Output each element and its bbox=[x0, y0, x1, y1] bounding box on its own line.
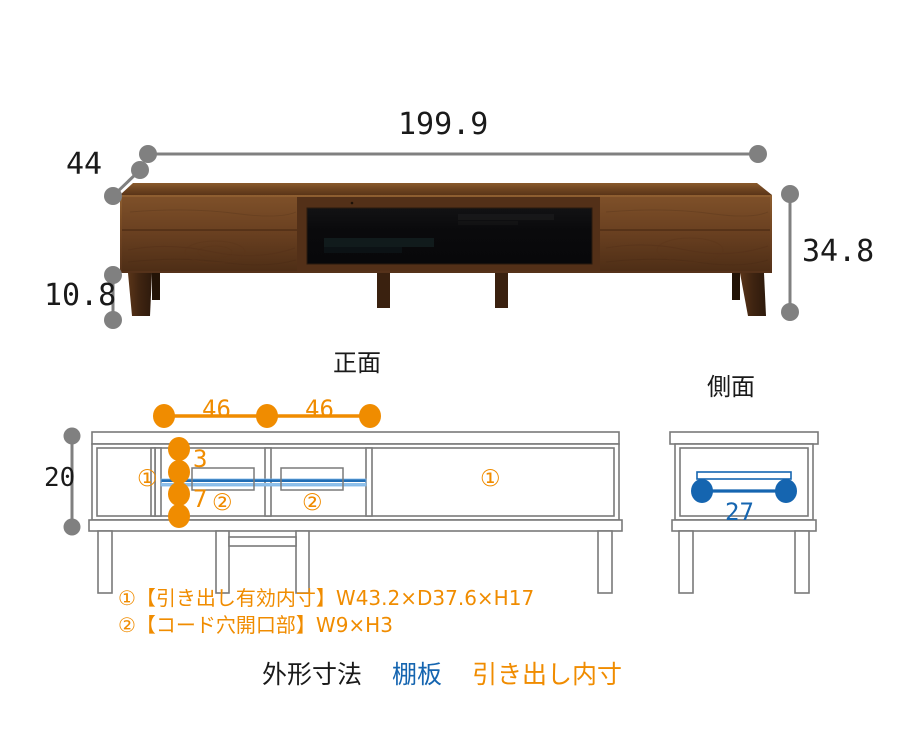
drawer-width-dimension bbox=[153, 404, 381, 428]
dimension-height-label: 34.8 bbox=[802, 234, 875, 269]
dimension-depth-label: 44 bbox=[66, 147, 103, 182]
compartment-mark-4: ① bbox=[480, 466, 501, 492]
compartment-mark-2: ② bbox=[212, 490, 233, 516]
front-view-title: 正面 bbox=[333, 349, 381, 377]
photo-svg bbox=[104, 145, 799, 329]
dimension-width-label: 199.9 bbox=[398, 107, 489, 142]
notes-block: ①【引き出し有効内寸】W43.2×D37.6×H17 ②【コード穴開口部】W9×… bbox=[118, 588, 534, 635]
front-view-drawing: 20 46 46 3 7 ① ② ② ① bbox=[0, 395, 660, 595]
legend-item-drawer-inner-dimensions: 引き出し内寸 bbox=[472, 660, 623, 689]
compartment-mark-3: ② bbox=[302, 490, 323, 516]
shelf-lines bbox=[160, 478, 367, 487]
note-line-1: ①【引き出し有効内寸】W43.2×D37.6×H17 bbox=[118, 586, 535, 610]
drawer-lower-gap-label: 7 bbox=[193, 485, 208, 513]
legend: 外形寸法 棚板 引き出し内寸 bbox=[262, 662, 622, 687]
dimension-leg-clearance-label: 10.8 bbox=[44, 278, 117, 313]
drawer-span-right-label: 46 bbox=[305, 395, 334, 423]
front-view-svg bbox=[63, 404, 623, 594]
side-view-title: 側面 bbox=[707, 373, 755, 401]
legend-item-shelf-board: 棚板 bbox=[392, 660, 443, 689]
product-photo-section: 199.9 44 34.8 10.8 bbox=[0, 0, 900, 345]
legend-item-outer-dimensions: 外形寸法 bbox=[262, 660, 363, 689]
side-view-svg bbox=[669, 431, 819, 594]
drawer-height-dimension bbox=[168, 437, 190, 528]
front-height-label: 20 bbox=[44, 463, 76, 493]
drawer-span-left-label: 46 bbox=[202, 395, 231, 423]
side-shelf-dimension bbox=[691, 479, 797, 503]
side-view-drawing: 27 bbox=[655, 395, 900, 595]
side-shelf-depth-label: 27 bbox=[725, 498, 754, 526]
compartment-mark-1: ① bbox=[137, 466, 158, 492]
front-height-dimension bbox=[63, 427, 81, 536]
note-line-2: ②【コード穴開口部】W9×H3 bbox=[118, 613, 393, 637]
drawer-upper-gap-label: 3 bbox=[193, 445, 208, 473]
